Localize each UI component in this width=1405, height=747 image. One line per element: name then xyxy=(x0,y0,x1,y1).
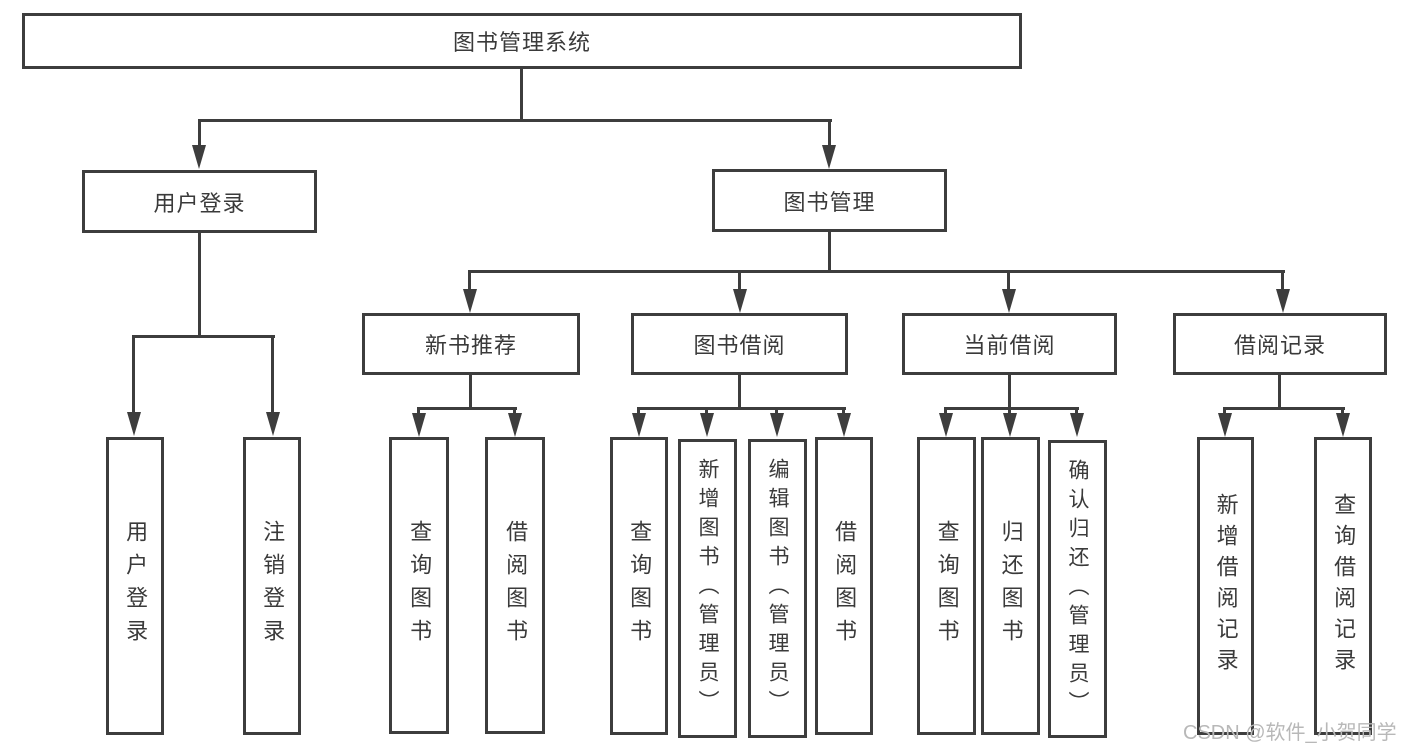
node-new-book-recommendation: 新书推荐 xyxy=(362,313,580,375)
node-label: 查询图书 xyxy=(407,519,433,652)
connector-stem xyxy=(842,407,845,416)
arrow-down-icon xyxy=(822,145,836,169)
node-label: 确认归还（管理员） xyxy=(1066,458,1090,720)
connector-user-login-stem xyxy=(198,233,201,337)
arrow-down-icon xyxy=(770,413,784,437)
arrow-down-icon xyxy=(1003,413,1017,437)
connector-stem xyxy=(775,407,778,416)
node-label: 编辑图书（管理员） xyxy=(766,458,790,719)
connector-stem xyxy=(1223,407,1226,416)
watermark: CSDN @软件_小贺同学 xyxy=(1183,722,1397,744)
connector-level3-bus xyxy=(468,270,1285,273)
connector-new-book-rec-bus xyxy=(417,407,517,410)
node-label: 新增图书（管理员） xyxy=(696,458,720,719)
arrow-down-icon xyxy=(412,413,426,437)
connector-stem xyxy=(1341,407,1344,416)
leaf-logout: 注销登录 xyxy=(243,437,301,735)
connector-stem xyxy=(513,407,516,416)
node-label: 查询图书 xyxy=(934,520,960,652)
leaf-query-books-2: 查询图书 xyxy=(610,437,668,735)
node-label: 当前借阅 xyxy=(963,333,1056,358)
arrow-down-icon xyxy=(1218,413,1232,437)
leaf-borrow-books-1: 借阅图书 xyxy=(485,437,545,734)
node-label: 图书管理系统 xyxy=(452,30,591,55)
arrow-down-icon xyxy=(939,413,953,437)
connector-book-management-stem xyxy=(828,232,831,273)
connector-stem-new-book-rec xyxy=(468,270,471,292)
node-label: 用户登录 xyxy=(153,190,246,216)
arrow-down-icon xyxy=(1336,413,1350,437)
connector-book-borrowing-stem xyxy=(738,375,741,409)
node-label: 借阅图书 xyxy=(832,520,858,652)
connector-stem xyxy=(637,407,640,416)
node-current-borrowing: 当前借阅 xyxy=(902,313,1117,375)
connector-stem-current-borrowing xyxy=(1007,270,1010,292)
node-label: 借阅图书 xyxy=(503,519,529,652)
connector-current-borrowing-stem xyxy=(1008,375,1011,409)
leaf-add-book-admin: 新增图书（管理员） xyxy=(678,439,737,738)
connector-level2-bus xyxy=(198,119,832,122)
leaf-borrow-books-2: 借阅图书 xyxy=(815,437,873,735)
leaf-query-books-3: 查询图书 xyxy=(917,437,976,735)
node-label: 图书管理 xyxy=(783,189,876,215)
node-label: 注销登录 xyxy=(260,520,286,652)
arrow-down-icon xyxy=(192,145,206,169)
node-label: 查询图书 xyxy=(627,520,653,652)
node-book-borrowing: 图书借阅 xyxy=(631,313,848,375)
node-label: 归还图书 xyxy=(998,520,1024,652)
connector-stem-book-borrowing xyxy=(738,270,741,292)
node-book-management-system: 图书管理系统 xyxy=(22,13,1022,69)
node-label: 查询借阅记录 xyxy=(1331,493,1357,679)
connector-root-stem xyxy=(520,68,523,121)
node-borrowing-records: 借阅记录 xyxy=(1173,313,1387,375)
connector-borrowing-records-bus xyxy=(1223,407,1345,410)
node-label: 用户登录 xyxy=(123,520,149,652)
connector-stem-leaf-logout xyxy=(271,335,274,414)
node-book-management: 图书管理 xyxy=(712,169,947,232)
arrow-down-icon xyxy=(463,289,477,313)
connector-stem-leaf-user-login xyxy=(132,335,135,414)
node-label: 新增借阅记录 xyxy=(1213,493,1239,679)
leaf-query-books-1: 查询图书 xyxy=(389,437,449,734)
node-user-login: 用户登录 xyxy=(82,170,317,233)
leaf-confirm-return-admin: 确认归还（管理员） xyxy=(1048,440,1107,738)
node-label: 新书推荐 xyxy=(424,333,517,358)
arrow-down-icon xyxy=(837,413,851,437)
connector-user-login-bus xyxy=(133,335,275,338)
arrow-down-icon xyxy=(1276,289,1290,313)
leaf-return-books: 归还图书 xyxy=(981,437,1040,735)
arrow-down-icon xyxy=(127,412,141,436)
connector-stem xyxy=(705,407,708,416)
connector-stem xyxy=(1075,407,1078,416)
connector-book-borrowing-bus xyxy=(637,407,846,410)
arrow-down-icon xyxy=(508,413,522,437)
node-label: 借阅记录 xyxy=(1233,333,1326,358)
arrow-down-icon xyxy=(266,412,280,436)
leaf-query-borrowing-record: 查询借阅记录 xyxy=(1314,437,1372,735)
connector-stem-borrowing-records xyxy=(1281,270,1284,292)
arrow-down-icon xyxy=(1002,289,1016,313)
leaf-edit-book-admin: 编辑图书（管理员） xyxy=(748,439,807,738)
arrow-down-icon xyxy=(733,289,747,313)
connector-stem xyxy=(1008,407,1011,416)
connector-stem-user-login xyxy=(198,119,201,147)
arrow-down-icon xyxy=(1070,413,1084,437)
connector-new-book-rec-stem xyxy=(469,375,472,409)
leaf-add-borrowing-record: 新增借阅记录 xyxy=(1197,437,1254,735)
connector-stem xyxy=(944,407,947,416)
connector-current-borrowing-bus xyxy=(944,407,1079,410)
connector-borrowing-records-stem xyxy=(1278,375,1281,409)
node-label: 图书借阅 xyxy=(693,333,786,358)
leaf-user-login: 用户登录 xyxy=(106,437,164,735)
arrow-down-icon xyxy=(632,413,646,437)
arrow-down-icon xyxy=(700,413,714,437)
connector-stem-book-management xyxy=(828,119,831,147)
connector-stem xyxy=(417,407,420,416)
